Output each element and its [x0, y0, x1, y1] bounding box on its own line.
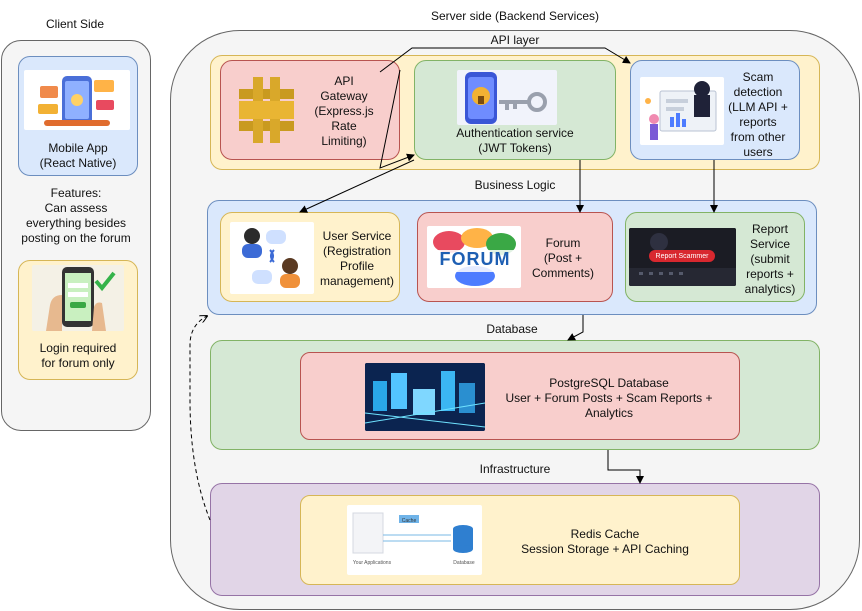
api-layer-title: API layer	[490, 33, 540, 47]
report-service-label: Report Service (submit reports + analyti…	[744, 222, 796, 296]
redis-diagram-icon: Cache Your Applications Database	[347, 505, 482, 575]
database-title: Database	[486, 322, 538, 336]
redis-thumb-db-label: Database	[453, 560, 475, 566]
login-label: Login required for forum only	[39, 341, 117, 370]
forum-logo-icon: FORUM	[427, 226, 521, 288]
user-service-label: User Service (Registration Profile manag…	[319, 229, 395, 288]
report-scammer-button: Report Scammer	[649, 250, 715, 262]
client-side-title: Client Side	[45, 17, 105, 31]
mobile-app-label: Mobile App (React Native)	[39, 141, 117, 170]
server-side-title: Server side (Backend Services)	[430, 9, 600, 23]
login-phone-icon	[32, 265, 124, 331]
auth-service-label: Authentication service (JWT Tokens)	[456, 126, 574, 155]
mobile-app-icon	[24, 70, 130, 130]
user-service-icon	[230, 222, 314, 294]
business-logic-title: Business Logic	[474, 178, 556, 192]
scam-detection-icon	[640, 77, 724, 145]
redis-label: Redis Cache Session Storage + API Cachin…	[521, 527, 689, 556]
report-scammer-icon: Report Scammer	[629, 228, 736, 286]
forum-label: Forum (Post + Comments)	[531, 236, 594, 280]
redis-thumb-cache-label: Cache	[401, 518, 417, 524]
postgres-server-icon	[365, 363, 485, 431]
api-gateway-label: API Gateway (Express.js Rate Limiting)	[314, 74, 374, 148]
features-text: Features: Can assess everything besides …	[21, 186, 131, 245]
api-gateway-icon	[239, 77, 294, 143]
scam-detection-label: Scam detection (LLM API + reports from o…	[728, 70, 788, 159]
infrastructure-title: Infrastructure	[479, 462, 551, 476]
postgres-label: PostgreSQL Database User + Forum Posts +…	[505, 376, 713, 420]
forum-logo-text: FORUM	[439, 249, 511, 269]
auth-key-icon	[457, 70, 557, 125]
redis-thumb-app-label: Your Applications	[352, 560, 392, 566]
